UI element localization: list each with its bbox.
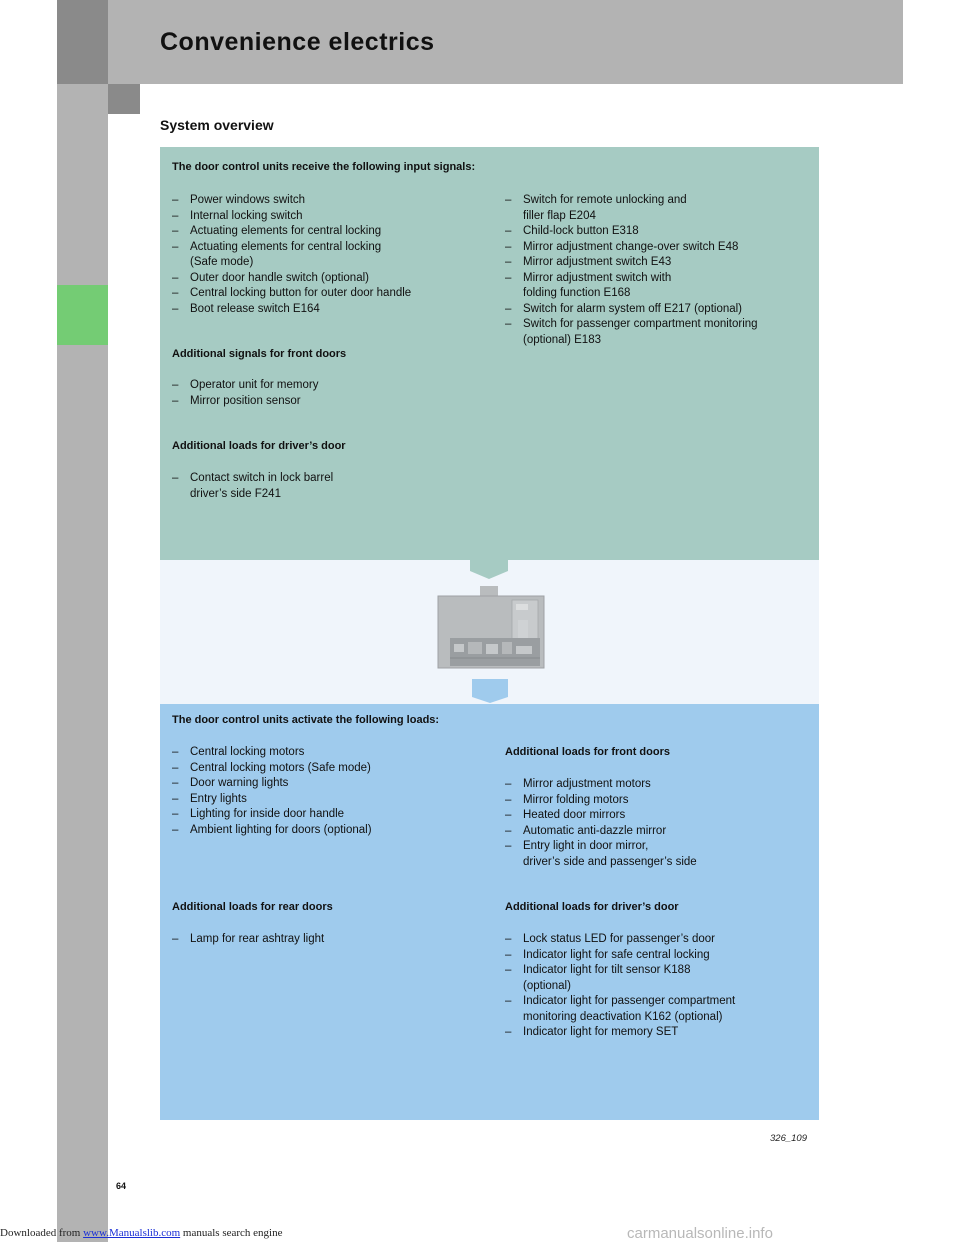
list-item: Boot release switch E164	[172, 302, 492, 318]
input-signals-heading: The door control units receive the follo…	[172, 161, 476, 173]
list-item: Lighting for inside door handle	[172, 807, 492, 823]
list-item: Operator unit for memory	[172, 378, 492, 394]
activated-loads-panel: The door control units activate the foll…	[160, 704, 819, 1120]
input-arrow-down	[470, 560, 508, 579]
door-control-unit-image	[437, 586, 545, 669]
list-item: Indicator light for passenger compartmen…	[505, 994, 815, 1025]
list-item: Power windows switch	[172, 193, 492, 209]
site-watermark: carmanualsonline.info	[627, 1225, 773, 1242]
activated-loads-left-list: Central locking motorsCentral locking mo…	[172, 745, 492, 838]
list-item: Switch for alarm system off E217 (option…	[505, 302, 815, 318]
rear-doors-loads-heading: Additional loads for rear doors	[172, 901, 333, 913]
left-strip-dark-block	[57, 0, 108, 84]
list-item: Mirror position sensor	[172, 394, 492, 410]
list-item: Ambient lighting for doors (optional)	[172, 823, 492, 839]
figure-number: 326_109	[770, 1133, 807, 1144]
driver-door-loads-list: Lock status LED for passenger’s doorIndi…	[505, 932, 815, 1041]
driver-door-inputs-heading: Additional loads for driver’s door	[172, 440, 346, 452]
list-item: Actuating elements for central locking	[172, 224, 492, 240]
list-item: Mirror adjustment change-over switch E48	[505, 240, 815, 256]
front-doors-loads-list: Mirror adjustment motorsMirror folding m…	[505, 777, 815, 870]
download-footer: Downloaded from www.Manualslib.com manua…	[0, 1227, 282, 1239]
list-item: Mirror adjustment switch E43	[505, 255, 815, 271]
header-band	[108, 0, 903, 84]
driver-door-loads-heading: Additional loads for driver’s door	[505, 901, 679, 913]
front-doors-signals-heading: Additional signals for front doors	[172, 348, 347, 360]
output-arrow-down	[472, 679, 508, 703]
rear-doors-loads-list: Lamp for rear ashtray light	[172, 932, 492, 948]
front-doors-loads-heading: Additional loads for front doors	[505, 746, 670, 758]
list-item: Outer door handle switch (optional)	[172, 271, 492, 287]
activated-loads-heading: The door control units activate the foll…	[172, 714, 440, 726]
page-number: 64	[116, 1181, 127, 1191]
list-item: Entry lights	[172, 792, 492, 808]
list-item: Actuating elements for central locking(S…	[172, 240, 492, 271]
list-item: Door warning lights	[172, 776, 492, 792]
footer-prefix: Downloaded from	[0, 1227, 84, 1239]
manualslib-link[interactable]: www.Manualslib.com	[83, 1227, 181, 1239]
list-item: Heated door mirrors	[505, 808, 815, 824]
list-item: Indicator light for tilt sensor K188(opt…	[505, 963, 815, 994]
page-title: Convenience electrics	[160, 28, 435, 56]
chapter-marker-green	[57, 285, 108, 345]
left-margin-strip	[57, 0, 108, 1242]
input-signals-left-list: Power windows switchInternal locking swi…	[172, 193, 492, 317]
list-item: Mirror folding motors	[505, 793, 815, 809]
list-item: Mirror adjustment motors	[505, 777, 815, 793]
footer-suffix: manuals search engine	[180, 1227, 283, 1239]
list-item: Child-lock button E318	[505, 224, 815, 240]
list-item: Central locking button for outer door ha…	[172, 286, 492, 302]
input-signals-panel: The door control units receive the follo…	[160, 147, 819, 560]
list-item: Switch for passenger compartment monitor…	[505, 317, 815, 348]
list-item: Indicator light for safe central locking	[505, 948, 815, 964]
list-item: Internal locking switch	[172, 209, 492, 225]
list-item: Central locking motors	[172, 745, 492, 761]
list-item: Lamp for rear ashtray light	[172, 932, 492, 948]
list-item: Indicator light for memory SET	[505, 1025, 815, 1041]
list-item: Entry light in door mirror,driver’s side…	[505, 839, 815, 870]
list-item: Central locking motors (Safe mode)	[172, 761, 492, 777]
list-item: Automatic anti-dazzle mirror	[505, 824, 815, 840]
header-square	[108, 84, 140, 114]
front-doors-signals-list: Operator unit for memoryMirror position …	[172, 378, 492, 409]
list-item: Lock status LED for passenger’s door	[505, 932, 815, 948]
section-title: System overview	[160, 117, 274, 133]
